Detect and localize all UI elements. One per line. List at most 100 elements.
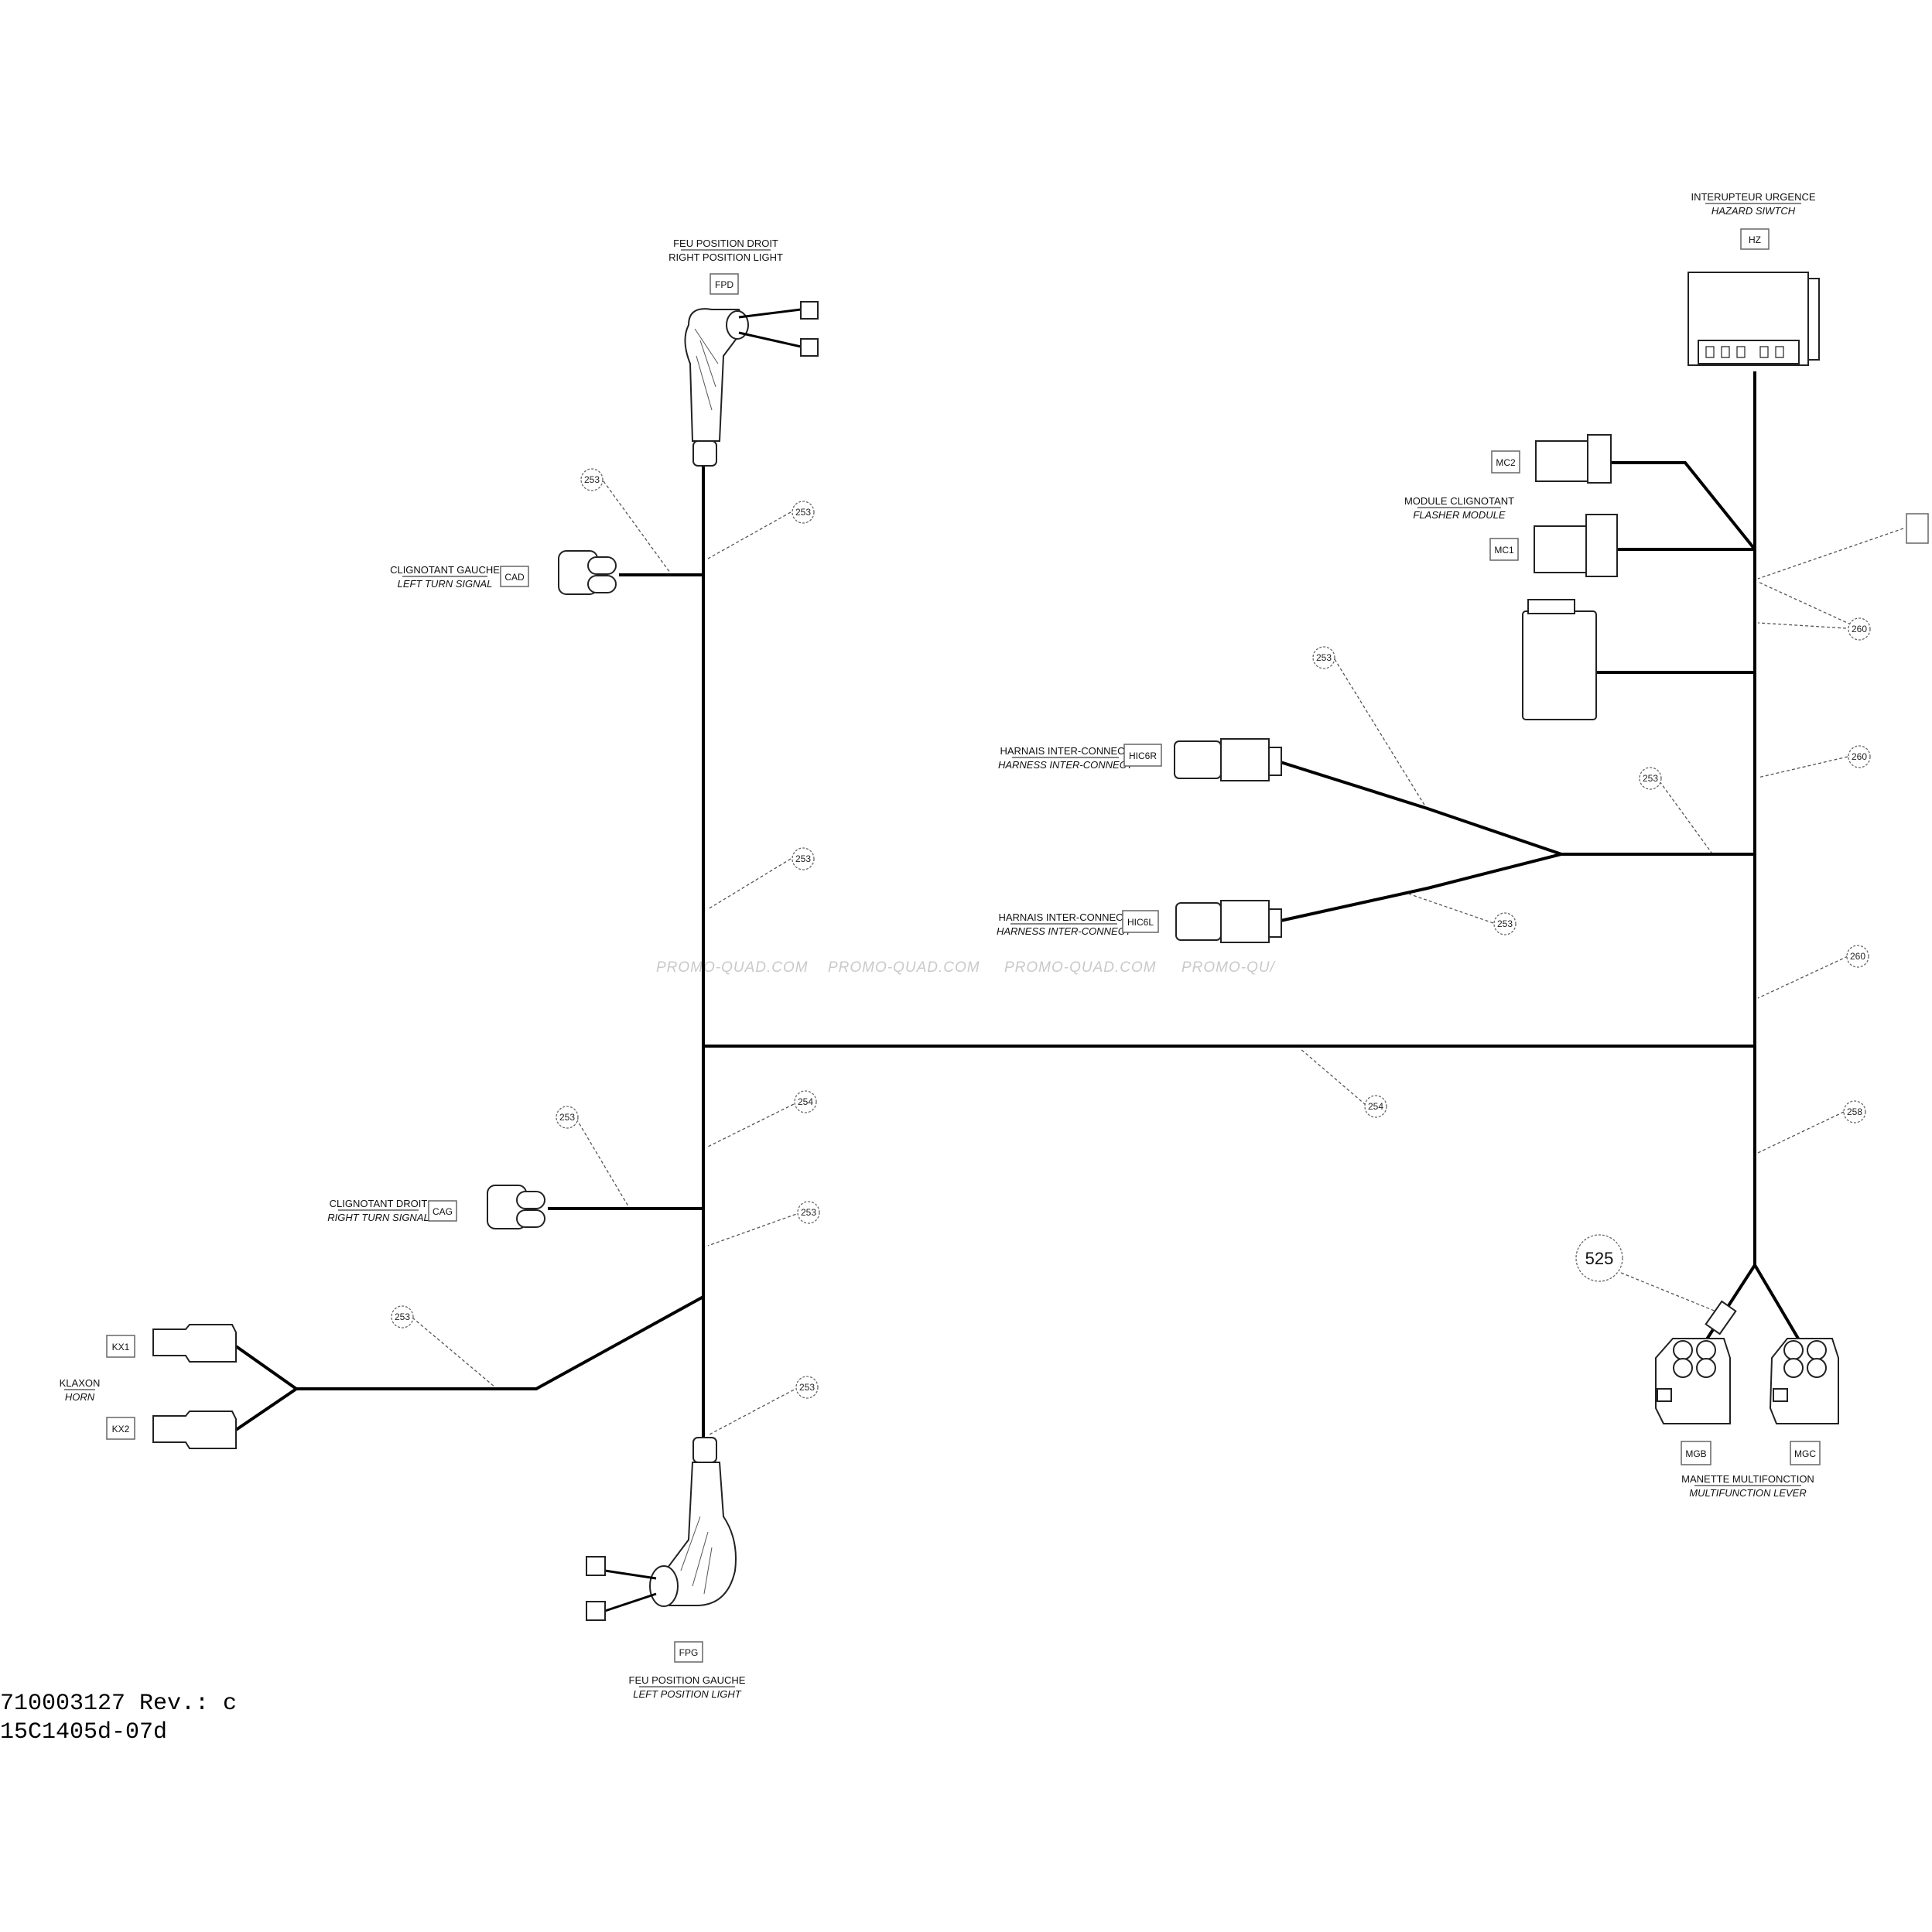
hic6r-rear	[1268, 747, 1282, 776]
horn-title-en: HORN	[65, 1391, 95, 1403]
mc2-connector-face	[1587, 434, 1612, 484]
callout-c8[interactable]: 253	[795, 1376, 819, 1399]
cag-title-en: RIGHT TURN SIGNAL	[327, 1212, 429, 1223]
hic6r-component[interactable]: HARNAIS INTER-CONNECT HARNESS INTER-CONN…	[998, 738, 1282, 781]
fpg-lens	[649, 1565, 679, 1607]
leader-c11	[1299, 1048, 1366, 1106]
flasher-module-component[interactable]: MC2 MODULE CLIGNOTANT FLASHER MODULE MC1…	[1404, 434, 1929, 720]
mgb-code: MGB	[1685, 1448, 1706, 1459]
watermark-text-1: PROMO-QUAD.COM	[656, 959, 809, 976]
leader-525	[1620, 1272, 1717, 1312]
svg-text:258: 258	[1847, 1106, 1862, 1117]
cad-component[interactable]: CLIGNOTANT GAUCHE LEFT TURN SIGNAL CAD	[390, 550, 617, 595]
fpg-terminal-2	[586, 1601, 606, 1621]
leader-c9	[1334, 658, 1426, 807]
leader-c7	[412, 1317, 496, 1388]
svg-text:253: 253	[1316, 652, 1332, 663]
flasher-title-fr: MODULE CLIGNOTANT	[1404, 495, 1514, 507]
cad-title-en: LEFT TURN SIGNAL	[398, 578, 493, 590]
callout-c10b[interactable]: 253	[1493, 912, 1517, 935]
callout-c5[interactable]: 253	[556, 1106, 579, 1129]
hazard-switch-component[interactable]: INTERUPTEUR URGENCE HAZARD SIWTCH HZ	[1688, 191, 1820, 366]
svg-text:260: 260	[1852, 751, 1867, 762]
multifunction-lever-component[interactable]: MGB MGC MANETTE MULTIFONCTION MULTIFUNCT…	[1655, 1338, 1839, 1499]
hic6l-code: HIC6L	[1127, 917, 1154, 928]
callout-c1[interactable]: 253	[580, 468, 604, 491]
mc2-branch-wire	[1609, 461, 1756, 551]
hz-code: HZ	[1749, 234, 1761, 245]
hic6r-title-en: HARNESS INTER-CONNECT	[998, 759, 1134, 771]
watermark-text-4: PROMO-QU/	[1181, 959, 1276, 976]
fpd-title-fr: FEU POSITION DROIT	[673, 238, 778, 249]
mgb-latch	[1657, 1388, 1672, 1402]
hic-split-wire	[1280, 761, 1568, 922]
fpd-lens	[726, 310, 749, 340]
fpg-terminal-1	[586, 1556, 606, 1576]
flasher-module-tab	[1527, 599, 1575, 614]
leader-c6	[707, 1212, 802, 1246]
leader-c3	[707, 858, 792, 910]
cag-component[interactable]: CLIGNOTANT DROIT RIGHT TURN SIGNAL CAG	[327, 1185, 545, 1229]
leader-c15	[1757, 1111, 1845, 1154]
svg-text:254: 254	[1368, 1101, 1383, 1112]
callout-c15[interactable]: 258	[1843, 1100, 1866, 1123]
cag-code: CAG	[433, 1206, 453, 1217]
cad-title-fr: CLIGNOTANT GAUCHE	[390, 564, 500, 576]
hic6l-component[interactable]: HARNAIS INTER-CONNECT HARNESS INTER-CONN…	[997, 900, 1282, 943]
callout-c3[interactable]: 253	[792, 847, 815, 870]
hic6r-body	[1220, 738, 1270, 781]
mc1-code: MC1	[1494, 545, 1514, 556]
callout-c10[interactable]: 253	[1639, 767, 1662, 790]
horn-component[interactable]: KX1 KX2 KLAXON HORN	[60, 1324, 237, 1449]
hic6r-title-fr: HARNAIS INTER-CONNECT	[1000, 745, 1130, 757]
fpd-code-box	[710, 273, 739, 295]
leader-c10b	[1407, 893, 1494, 924]
watermark: PROMO-QUAD.COM PROMO-QUAD.COM PROMO-QUAD…	[656, 959, 1276, 976]
lever-title-fr: MANETTE MULTIFONCTION	[1681, 1473, 1814, 1485]
cag-pin-1	[516, 1191, 545, 1209]
cag-title-fr: CLIGNOTANT DROIT	[330, 1198, 428, 1209]
callout-c6[interactable]: 253	[797, 1201, 820, 1224]
watermark-text-3: PROMO-QUAD.COM	[1004, 959, 1157, 976]
leader-c13	[1757, 756, 1848, 778]
cag-pin-2	[516, 1209, 545, 1228]
callout-c7[interactable]: 253	[391, 1305, 414, 1328]
leader-c4	[707, 1101, 799, 1147]
hic6l-title-en: HARNESS INTER-CONNECT	[997, 925, 1132, 937]
callout-c9[interactable]: 253	[1312, 646, 1335, 669]
callout-c4[interactable]: 254	[794, 1090, 817, 1113]
hazard-title-en: HAZARD SIWTCH	[1711, 205, 1796, 217]
fpd-component[interactable]: FEU POSITION DROIT RIGHT POSITION LIGHT …	[669, 238, 819, 467]
callout-c14[interactable]: 260	[1846, 945, 1869, 968]
svg-text:253: 253	[799, 1382, 815, 1393]
fpg-title-fr: FEU POSITION GAUCHE	[629, 1674, 746, 1686]
hic6l-plug	[1175, 902, 1222, 941]
callout-c12[interactable]: 260	[1848, 617, 1871, 641]
leader-c10	[1659, 781, 1712, 853]
hic6l-rear	[1268, 908, 1282, 938]
svg-text:525: 525	[1585, 1249, 1614, 1268]
watermark-text-2: PROMO-QUAD.COM	[828, 959, 980, 976]
callout-525[interactable]: 525	[1575, 1234, 1623, 1282]
mc1-connector	[1534, 525, 1591, 573]
kx1-terminal	[152, 1324, 237, 1363]
callout-c11[interactable]: 254	[1364, 1095, 1387, 1118]
leader-c1	[603, 480, 671, 573]
mgb-connector	[1655, 1338, 1731, 1424]
horn-branch-wire	[296, 1295, 704, 1390]
leader-c2	[707, 511, 792, 559]
fpd-title-en: RIGHT POSITION LIGHT	[669, 251, 783, 263]
fpd-terminal-2	[800, 338, 819, 357]
fpd-terminal-1	[800, 301, 819, 320]
callout-c13[interactable]: 260	[1848, 745, 1871, 768]
svg-text:253: 253	[1497, 918, 1513, 929]
fpg-component[interactable]: FPG FEU POSITION GAUCHE LEFT POSITION LI…	[586, 1437, 746, 1700]
fuse-525[interactable]	[1705, 1300, 1737, 1335]
leader-c12	[1757, 622, 1847, 629]
callout-c2[interactable]: 253	[792, 501, 815, 524]
hic6r-plug	[1174, 740, 1222, 779]
hazard-switch-side	[1807, 278, 1820, 361]
mgc-code: MGC	[1794, 1448, 1816, 1459]
svg-text:253: 253	[1643, 773, 1658, 784]
